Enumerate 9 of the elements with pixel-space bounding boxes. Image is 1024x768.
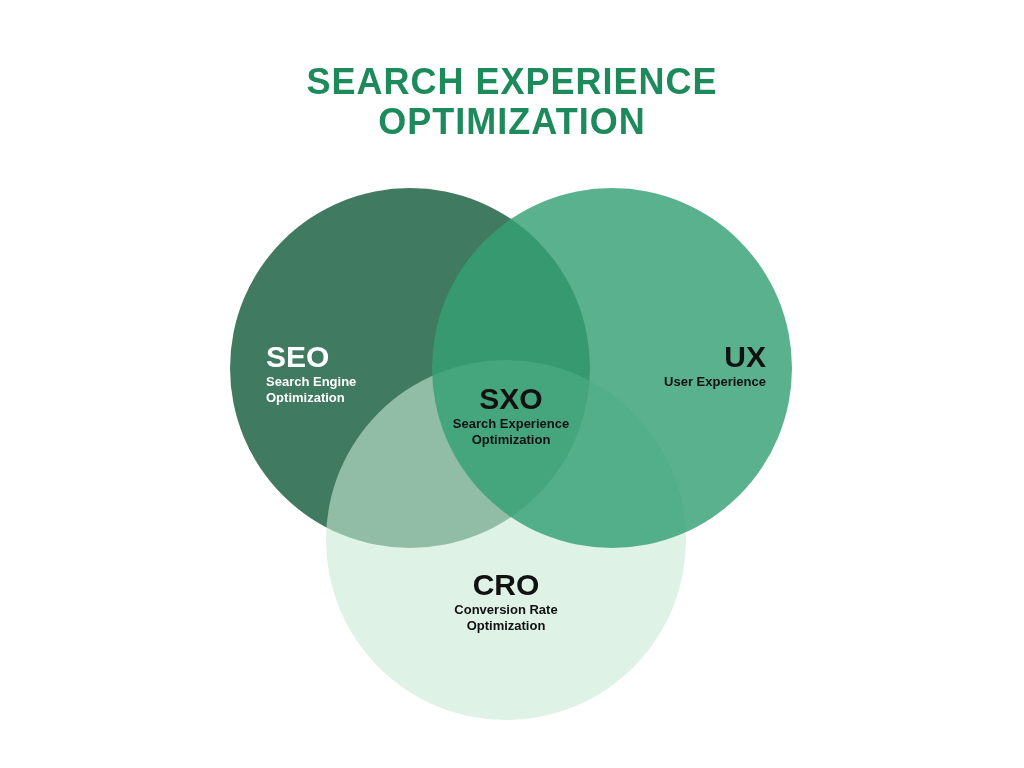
title: SEARCH EXPERIENCE OPTIMIZATION	[305, 62, 719, 142]
overlap-description: Search Experience Optimization	[451, 416, 571, 448]
circle-heading: CRO	[472, 568, 540, 602]
circle-description: Conversion Rate Optimization	[453, 602, 559, 634]
circle-description: Search Engine Optimization	[266, 374, 358, 406]
circle-description: User Experience	[663, 374, 766, 390]
circle-heading: UX	[724, 340, 766, 374]
circle-heading: SEO	[266, 340, 330, 374]
overlap-heading: SXO	[479, 382, 543, 416]
